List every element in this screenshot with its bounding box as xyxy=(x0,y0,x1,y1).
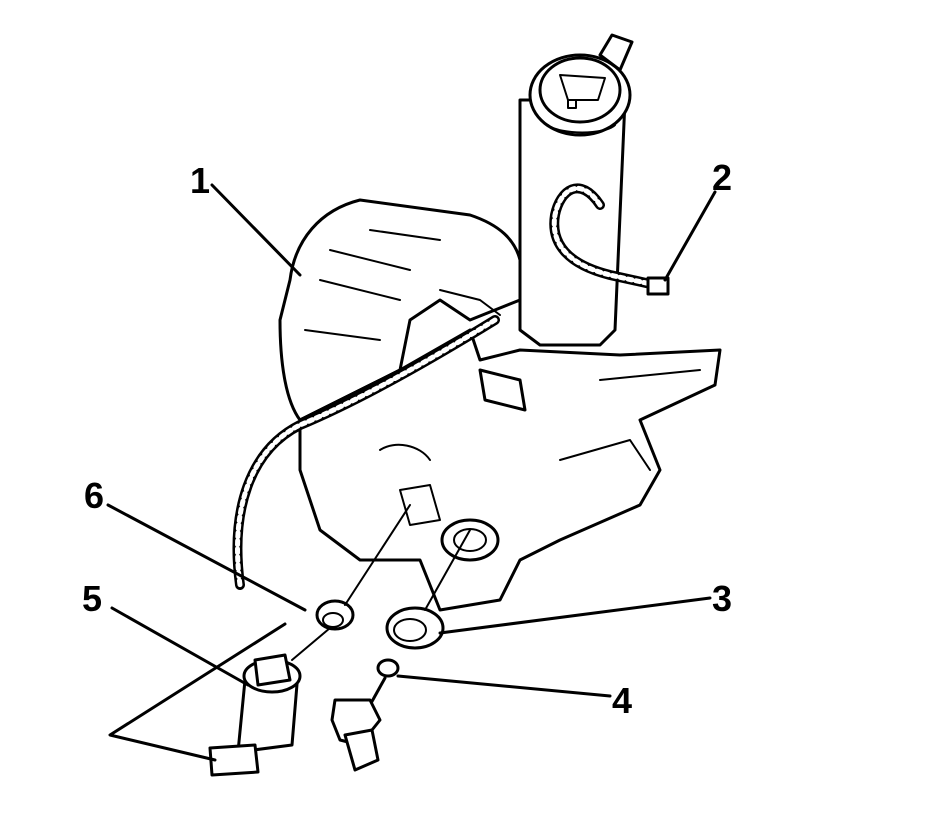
callout-2: 2 xyxy=(712,157,732,198)
reservoir-tank xyxy=(278,198,722,612)
pump-grommet xyxy=(315,504,411,631)
sensor-grommet xyxy=(385,529,471,650)
callout-4: 4 xyxy=(612,680,632,721)
callout-6: 6 xyxy=(84,475,104,516)
hose-neck xyxy=(549,183,670,296)
callout-5: 5 xyxy=(82,578,102,619)
level-sensor xyxy=(330,658,400,772)
filler-neck xyxy=(518,33,634,347)
hose-long xyxy=(232,289,501,590)
leader-lines xyxy=(106,183,717,762)
callout-3: 3 xyxy=(712,578,732,619)
callout-1: 1 xyxy=(190,160,210,201)
washer-pump xyxy=(208,627,331,777)
